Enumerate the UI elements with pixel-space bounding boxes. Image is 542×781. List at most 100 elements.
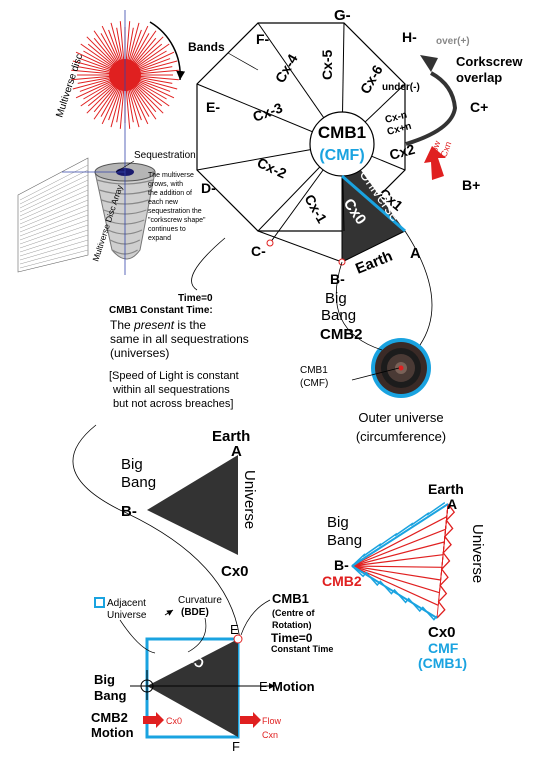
fan-ray	[351, 541, 445, 567]
vertex-cplus: C+	[470, 99, 488, 115]
fan-zigzag-top	[351, 501, 445, 567]
bottom-f-label: F	[232, 739, 240, 754]
right-cx0-label: Cx0	[428, 624, 456, 641]
fan-zigzag-right	[436, 503, 456, 619]
present-note-3: (universes)	[110, 346, 169, 360]
fan-ray	[436, 503, 449, 619]
bottom-e-motion-label: E	[259, 679, 268, 694]
mid-earth-label: Earth	[212, 428, 250, 445]
present-note-2: same in all sequestrations	[110, 332, 249, 346]
mid-b-label: B-	[121, 503, 137, 520]
bottom-cxn-label: Cxn	[262, 730, 278, 740]
big-bang-label-1: Big	[325, 290, 347, 307]
sequestration-label: Sequestration	[134, 150, 196, 161]
right-earth-label: Earth	[428, 481, 464, 497]
octagon-edge	[341, 230, 406, 263]
growth-note-line: grows, with	[148, 181, 183, 188]
vertex-c: C-	[251, 243, 266, 259]
right-fan-diagram	[351, 501, 456, 621]
flow-red-arrow	[240, 712, 261, 728]
right-cmb2-label: CMB2	[322, 573, 362, 589]
fan-ray	[351, 565, 442, 568]
sector-cx2: Cx2	[388, 141, 417, 163]
speed-note-2: within all sequestrations	[112, 384, 230, 396]
outer-universe-label-1: Outer universe	[358, 410, 443, 425]
speed-note-3: but not across breaches]	[113, 398, 233, 410]
growth-note-line: expand	[148, 235, 171, 242]
cmb2-label: CMB2	[320, 326, 363, 343]
growth-note-line: The multiverse	[148, 172, 194, 179]
speed-note-1: [Speed of Light is constant	[109, 370, 239, 382]
growth-note-line: sequestration the	[148, 208, 202, 215]
bottom-e-label: E	[230, 622, 239, 637]
bottom-motion2-label: Motion	[91, 725, 134, 740]
right-universe-label: Universe	[469, 524, 486, 583]
constant-time-label: Constant Time	[271, 644, 333, 654]
corkscrew-label-1: Corkscrew	[456, 54, 523, 69]
bands-label: Bands	[188, 40, 225, 54]
disc-rotation-arrow	[149, 21, 186, 81]
disc-array-stack	[17, 10, 156, 275]
center-cmf-label: (CMF)	[319, 147, 364, 164]
outer-cmb1-label: CMB1	[300, 365, 328, 376]
adjacent-label-2: Universe	[107, 610, 147, 621]
bottom-cmb2-label: CMB2	[91, 710, 128, 725]
bottom-cmb1-label: CMB1	[272, 591, 309, 606]
fan-ray	[351, 516, 448, 567]
right-cmb1-label: (CMB1)	[418, 655, 467, 671]
outer-universe-image	[371, 338, 431, 398]
growth-note-line: the addition of	[148, 190, 192, 197]
growth-note-line: each new	[148, 199, 179, 206]
center-circle	[309, 111, 375, 177]
centre-label-2: Rotation)	[272, 620, 312, 630]
mid-universe-label: Universe	[241, 470, 258, 529]
bottom-time0-label: Time=0	[271, 631, 313, 645]
fan-ray	[351, 528, 446, 567]
under-label: under(-)	[382, 82, 420, 93]
fan-edge	[351, 565, 438, 619]
bottom-big-label: Big	[94, 672, 115, 687]
vertex-a: A	[410, 245, 421, 262]
cx0-red-arrow	[143, 712, 164, 728]
adjacent-label-1: Adjacent	[107, 598, 146, 609]
middle-universe-triangle	[147, 455, 238, 555]
adjacent-legend-square	[94, 597, 105, 608]
fan-ray	[351, 565, 439, 606]
fan-ray	[351, 565, 440, 594]
right-big-label: Big	[327, 514, 349, 531]
corkscrew-label-2: overlap	[456, 70, 502, 85]
vertex-e: E-	[206, 99, 220, 115]
big-bang-label-2: Bang	[321, 307, 356, 324]
mid-a-label: A	[231, 443, 242, 460]
fan-zigzag-bottom	[351, 565, 438, 621]
cx0-arrow-label: Cx0	[166, 716, 182, 726]
centre-label-1: (Centre of	[272, 608, 316, 618]
right-bang-label: Bang	[327, 532, 362, 549]
bottom-bang-label: Bang	[94, 688, 127, 703]
corkscrew-curve	[405, 71, 458, 146]
growth-note-line: "corkscrew shape"	[148, 217, 206, 224]
right-b-label: B-	[334, 557, 349, 573]
vertex-h: H-	[402, 29, 417, 45]
mid-cx0-label: Cx0	[221, 563, 249, 580]
octagon-edge	[257, 230, 343, 263]
vertex-g: G-	[334, 7, 351, 24]
growth-note-line: continues to	[148, 226, 186, 233]
octagon-diagram	[196, 22, 406, 263]
bde-label: (BDE)	[181, 607, 209, 618]
fan-ray	[351, 554, 444, 567]
center-cmb1-label: CMB1	[318, 123, 366, 142]
outer-cmf-label: (CMF)	[300, 378, 328, 389]
multiverse-disc-label: Multiverse disc	[54, 53, 85, 119]
over-label: over(+)	[436, 36, 470, 47]
curvature-label: Curvature	[178, 595, 222, 606]
growth-note: The multiverse grows, with the addition of…	[148, 172, 206, 242]
outer-universe-label-2: (circumference)	[356, 429, 446, 444]
sector-cx-5: Cx-5	[319, 49, 335, 80]
flow-arrow	[424, 146, 446, 180]
right-cmf-label: CMF	[428, 640, 459, 656]
right-a-label: A	[447, 496, 457, 512]
multiverse-disc	[71, 21, 179, 129]
bottom-motion-label: Motion	[272, 679, 315, 694]
